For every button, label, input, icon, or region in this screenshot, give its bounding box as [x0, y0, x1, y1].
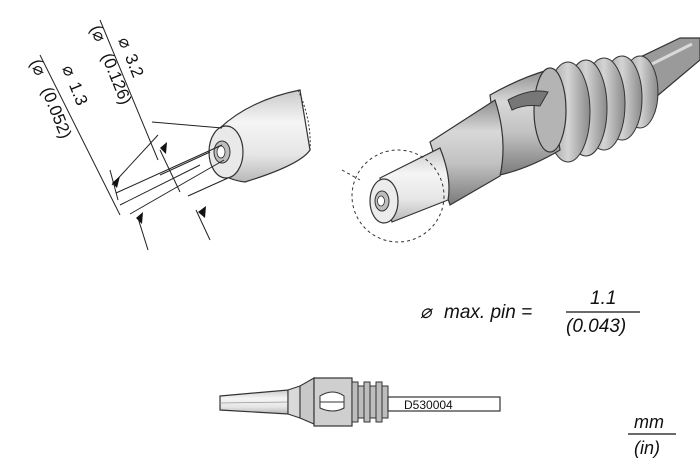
unit-mm: mm — [634, 412, 664, 432]
svg-text:⌀: ⌀ — [58, 62, 79, 79]
diameter-symbol: ⌀ — [420, 302, 433, 323]
detail-circle — [341, 149, 445, 243]
max-pin-mm: 1.1 — [590, 288, 616, 309]
shaft — [387, 396, 501, 412]
thread-profile — [351, 381, 389, 423]
max-pin-inch: (0.043) — [566, 316, 626, 337]
nozzle-side-view: D530004 — [219, 377, 501, 427]
unit-in: (in) — [634, 438, 660, 458]
svg-text:(⌀: (⌀ — [26, 56, 50, 78]
max-pin-spec: ⌀ max. pin = 1.1 (0.043) — [420, 288, 640, 337]
dimension-arrows — [112, 142, 206, 224]
part-number: D530004 — [404, 398, 453, 412]
outer-diameter-symbol: (⌀ — [86, 22, 110, 44]
nozzle-3d-view — [369, 37, 700, 224]
svg-text:⌀: ⌀ — [114, 34, 135, 51]
max-pin-label: max. pin = — [444, 302, 532, 323]
tip-detail — [208, 89, 311, 183]
units-legend: mm (in) — [628, 412, 676, 458]
inner-diameter-mm: 1.3 — [65, 79, 91, 108]
